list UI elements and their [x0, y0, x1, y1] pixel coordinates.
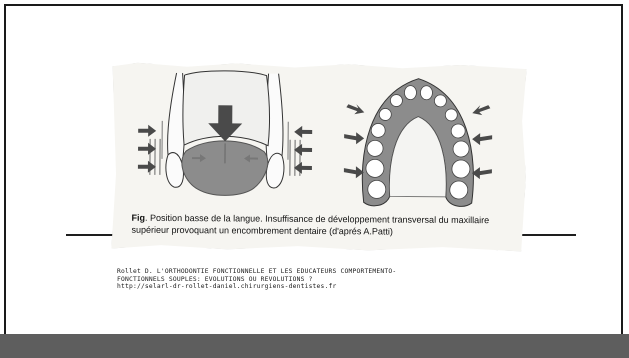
horizontal-rule-right: [520, 234, 576, 236]
caption-lead: Fig: [132, 213, 146, 223]
dental-arch-diagram: [362, 78, 474, 206]
reference-line-2: FONCTIONNELS SOUPLES: EVOLUTIONS OU REVO…: [117, 276, 537, 284]
reference-citation: Rollet D. L'ORTHODONTIE FONCTIONNELLE ET…: [117, 268, 537, 291]
caption-text: . Position basse de la langue. Insuffisa…: [131, 213, 489, 236]
bottom-bar: [0, 334, 629, 358]
figure-caption: Fig. Position basse de la langue. Insuff…: [131, 213, 521, 239]
reference-url[interactable]: http://selarl-dr-rollet-daniel.chirurgie…: [117, 283, 537, 291]
reference-line-1: Rollet D. L'ORTHODONTIE FONCTIONNELLE ET…: [117, 268, 537, 276]
dental-figure: Fig. Position basse de la langue. Insuff…: [111, 63, 526, 252]
